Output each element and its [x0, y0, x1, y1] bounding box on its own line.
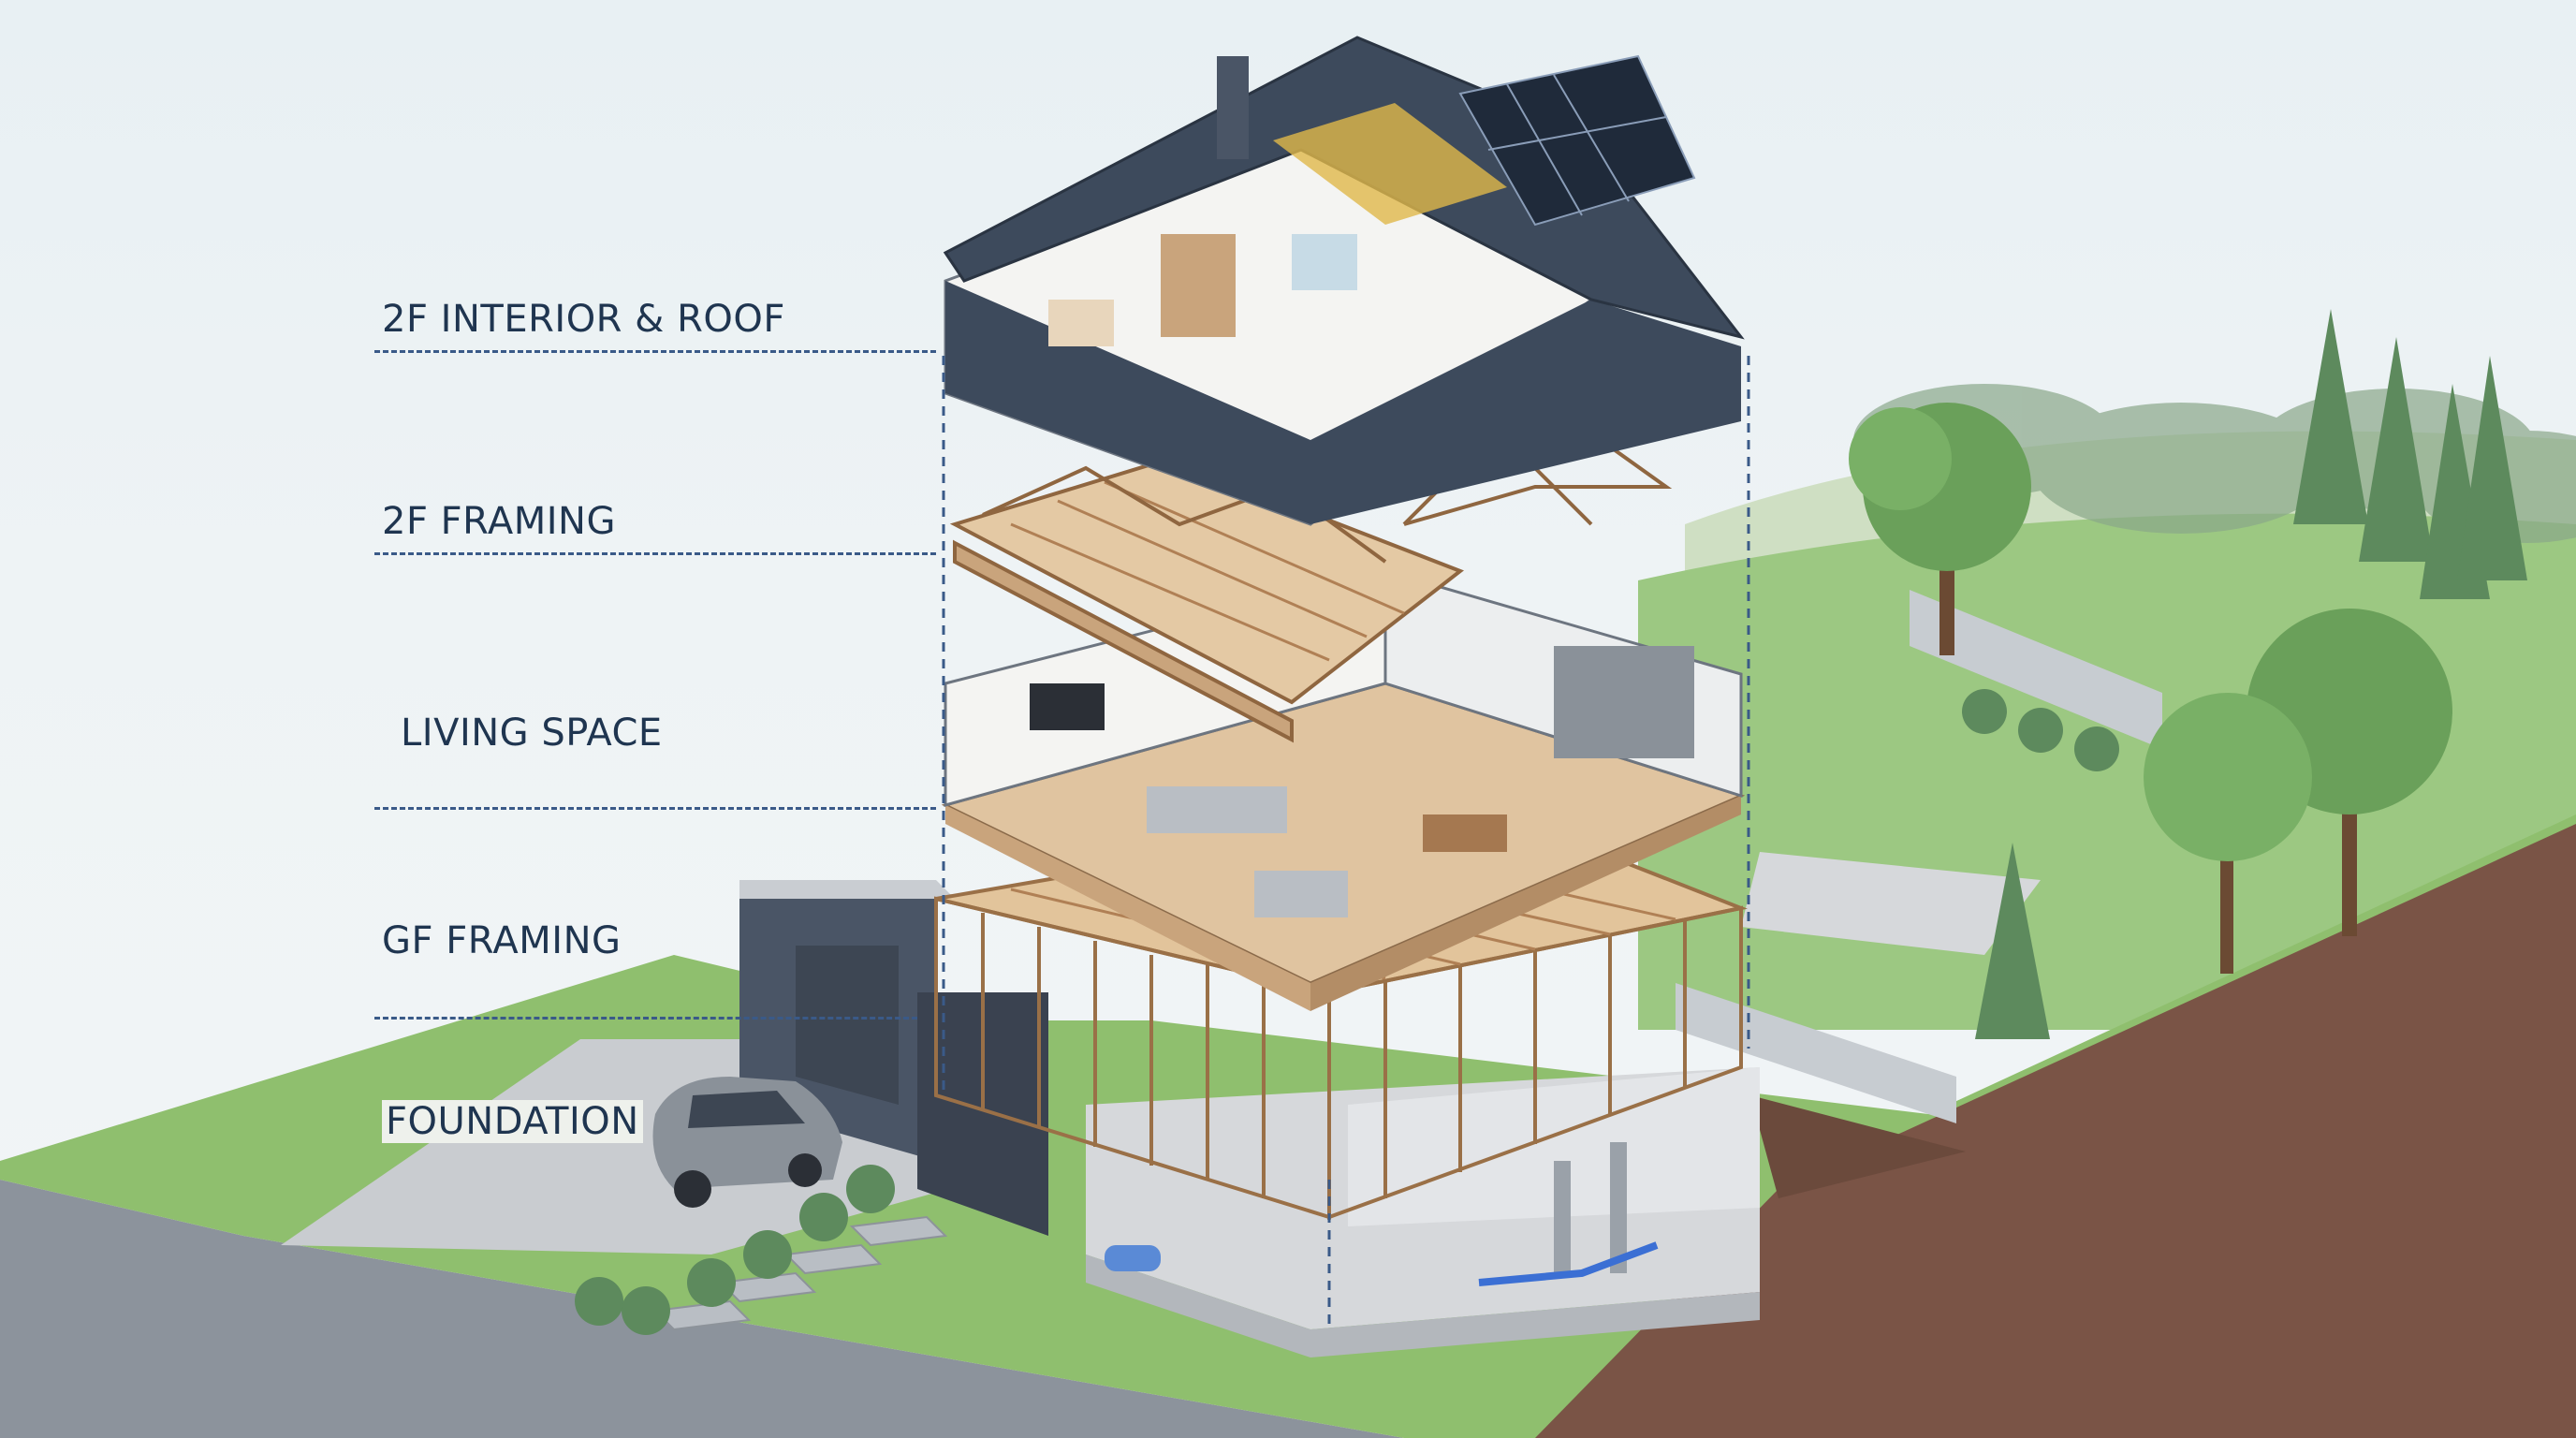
2f-interior-and-roof — [943, 36, 1745, 526]
living-space-level — [941, 569, 1746, 1011]
leader-line-gf-framing — [374, 1017, 917, 1020]
leader-line-2f-framing — [374, 552, 936, 555]
car — [652, 1077, 842, 1208]
site-trees — [575, 403, 2452, 1335]
label-2f-interior-roof: 2F INTERIOR & ROOF — [382, 298, 785, 341]
label-2f-framing: 2F FRAMING — [382, 500, 616, 543]
vertical-guide-lines — [942, 356, 1750, 1329]
label-living-space: LIVING SPACE — [401, 712, 663, 755]
label-foundation: FOUNDATION — [382, 1100, 643, 1143]
foundation-slab — [1086, 1067, 1760, 1357]
garage-wing — [739, 880, 1048, 1236]
label-gf-framing: GF FRAMING — [382, 919, 622, 962]
leader-line-living-space — [374, 807, 936, 810]
leader-line-roof — [374, 350, 936, 353]
